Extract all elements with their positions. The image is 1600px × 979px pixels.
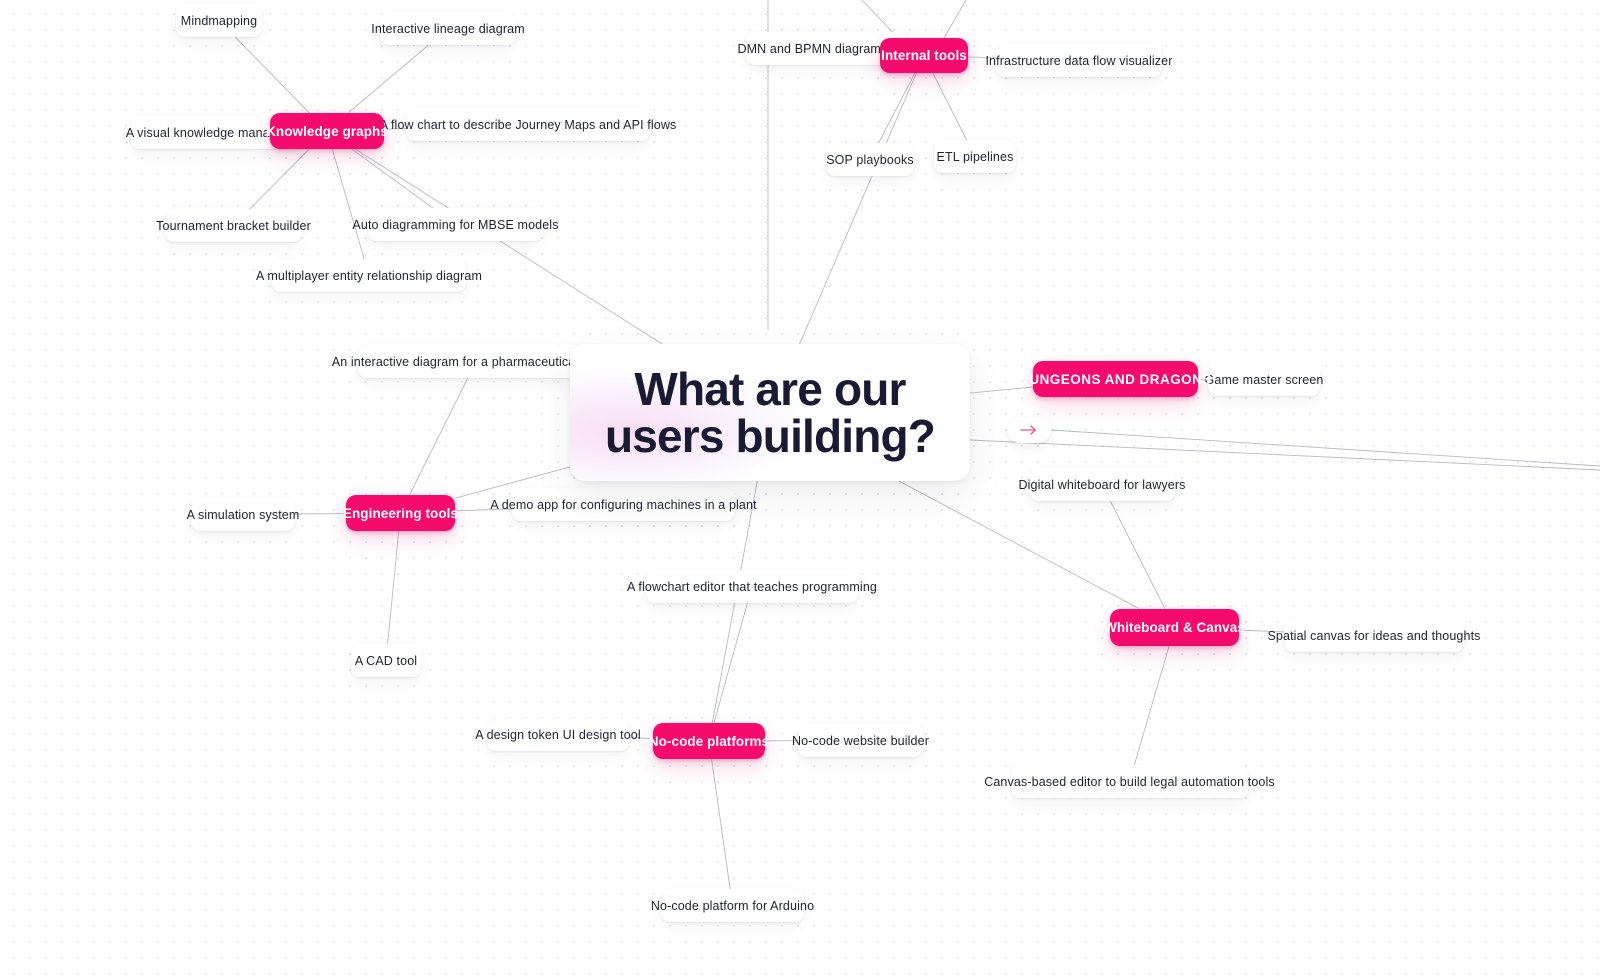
idea-node-digital-whiteboard-for-lawyers[interactable]: Digital whiteboard for lawyers [1019, 468, 1185, 501]
page-title: What are our users building? [579, 362, 961, 462]
edge-no-code-platforms-to-a-flowchart-editor-teaches-programming [713, 602, 748, 724]
edge-internal-tools-to-etl-pipelines [932, 72, 968, 141]
edge-engineering-tools-to-a-cad-tool [387, 530, 400, 645]
idea-node-infrastructure-data-flow-visualizer[interactable]: Infrastructure data flow visualizer [985, 44, 1172, 77]
edge-knowledge-graphs-to-a-multiplayer-entity-relationship-diagram [331, 148, 365, 260]
category-node-dungeons-and-dragons[interactable]: DUNGEONS AND DRAGONS [1019, 361, 1211, 397]
idea-node-a-design-token-ui-design-tool[interactable]: A design token UI design tool [475, 718, 641, 751]
idea-node-mindmapping[interactable]: Mindmapping [176, 4, 262, 37]
idea-node-game-master-screen[interactable]: Game master screen [1205, 363, 1323, 396]
idea-node-spatial-canvas-for-ideas-and-thoughts[interactable]: Spatial canvas for ideas and thoughts [1267, 619, 1480, 652]
idea-node-a-demo-app-configuring-machines[interactable]: A demo app for configuring machines in a… [490, 488, 757, 521]
category-node-no-code-platforms[interactable]: No-code platforms [649, 723, 769, 759]
idea-node-tournament-bracket-builder[interactable]: Tournament bracket builder [156, 209, 311, 242]
edge-knowledge-graphs-to-interactive-lineage-diagram [347, 44, 429, 114]
idea-node-etl-pipelines[interactable]: ETL pipelines [934, 140, 1016, 173]
idea-node-a-multiplayer-entity-relationship-diagram[interactable]: A multiplayer entity relationship diagra… [256, 259, 482, 292]
category-node-knowledge-graphs[interactable]: Knowledge graphs [266, 113, 388, 149]
edge-internal-tools-to-sop-playbooks [878, 72, 916, 144]
page-title-line-2: users building? [604, 409, 936, 462]
category-node-engineering-tools[interactable]: Engineering tools [343, 495, 458, 531]
edge-dungeons-and-dragons-to-center [969, 386, 1034, 394]
idea-node-an-interactive-diagram-pharmaceutical[interactable]: An interactive diagram for a pharmaceuti… [332, 345, 620, 378]
edge-no-code-platforms-to-no-code-platform-for-arduino [711, 758, 731, 890]
edge-arrow-to-right-margin [1050, 429, 1600, 467]
edge-engineering-tools-to-an-interactive-diagram-pharmaceutical [409, 377, 469, 496]
idea-node-sop-playbooks[interactable]: SOP playbooks [826, 143, 914, 176]
edge-knowledge-graphs-to-center [355, 148, 663, 345]
idea-node-a-cad-tool[interactable]: A CAD tool [351, 644, 421, 677]
edge-top-right-of-internal-tools [943, 0, 967, 39]
category-node-internal-tools[interactable]: Internal tools [880, 38, 968, 73]
edge-knowledge-graphs-to-mindmapping [234, 36, 310, 114]
center-node-card[interactable]: What are our users building? [570, 344, 970, 481]
edge-center-right-to-margin [969, 439, 1600, 471]
edge-whiteboard-and-canvas-to-digital-whiteboard-for-lawyers [1109, 500, 1166, 610]
idea-node-canvas-based-editor-legal-automation[interactable]: Canvas-based editor to build legal autom… [984, 765, 1275, 798]
edge-knowledge-graphs-to-tournament-bracket-builder [249, 148, 310, 210]
edge-internal-tools-to-center [799, 72, 917, 345]
edge-knowledge-graphs-to-auto-diagramming-mbse [351, 148, 434, 209]
idea-node-a-flowchart-editor-teaches-programming[interactable]: A flowchart editor that teaches programm… [627, 570, 877, 603]
idea-node-a-simulation-system[interactable]: A simulation system [187, 498, 299, 531]
idea-node-no-code-website-builder[interactable]: No-code website builder [792, 724, 929, 757]
idea-node-a-flow-chart-journey-maps[interactable]: A flow chart to describe Journey Maps an… [380, 108, 676, 141]
expand-arrow-button[interactable] [1007, 417, 1051, 443]
idea-node-no-code-platform-for-arduino[interactable]: No-code platform for Arduino [651, 889, 814, 922]
edge-whiteboard-and-canvas-to-canvas-based-editor-legal-automation [1133, 645, 1170, 766]
category-node-whiteboard-and-canvas[interactable]: Whiteboard & Canvas [1104, 609, 1245, 646]
page-title-line-1: What are our [634, 362, 906, 415]
idea-node-interactive-lineage-diagram[interactable]: Interactive lineage diagram [371, 12, 525, 45]
idea-node-auto-diagramming-mbse[interactable]: Auto diagramming for MBSE models [352, 208, 558, 241]
arrow-right-icon [1020, 425, 1036, 435]
